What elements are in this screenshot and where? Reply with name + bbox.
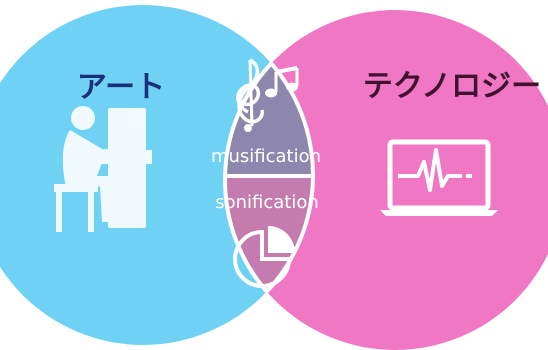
- lens-outline-right: [223, 8, 313, 345]
- technology-circle: [225, 10, 548, 350]
- laptop-waveform-icon: [380, 139, 498, 216]
- musification-label: musification: [211, 146, 321, 167]
- piano-player-icon: [54, 106, 152, 232]
- pie-chart-icon: [233, 226, 295, 288]
- sonification-label: sonification: [215, 192, 319, 213]
- technology-label: テクノロジー: [363, 69, 541, 104]
- art-label: アート: [77, 70, 165, 105]
- music-notes-icon: [236, 58, 299, 132]
